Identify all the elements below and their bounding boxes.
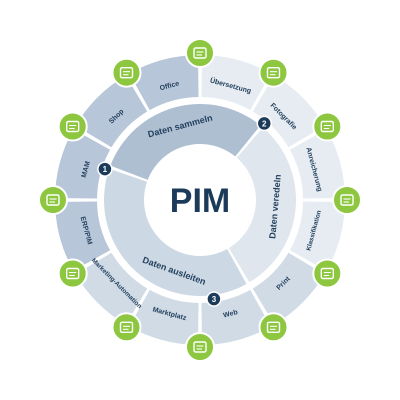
- cart-icon: [57, 111, 88, 142]
- segment-office: [129, 55, 199, 111]
- segment-klassifikation: [289, 201, 345, 271]
- camera-icon: [258, 57, 289, 88]
- segment-label: Office: [159, 80, 180, 92]
- segment-marketing-automation: [75, 252, 148, 325]
- mam-icon: [38, 185, 68, 215]
- monitor-icon: [258, 312, 289, 343]
- translation-icon: [185, 38, 215, 68]
- process-step-number: 3: [212, 295, 217, 304]
- segment-print: [252, 252, 325, 325]
- marketing-icon: [111, 312, 142, 343]
- office-icon: [111, 57, 142, 88]
- segment-label: MAM: [81, 160, 92, 178]
- process-step-number: 2: [262, 119, 267, 128]
- printer-icon: [312, 258, 343, 289]
- process-step-badge: 2: [256, 115, 273, 132]
- segment-mam: [55, 129, 111, 199]
- process-step-number: 1: [103, 165, 108, 174]
- segment-label: Web: [223, 309, 239, 320]
- segment-anreicherung: [289, 129, 345, 199]
- process-step-badge: 1: [97, 161, 113, 177]
- segment-erp-pim: [55, 201, 111, 271]
- segment--bersetzung: [201, 55, 271, 111]
- process-ring: [103, 104, 296, 297]
- classification-icon: [332, 185, 362, 215]
- process-arc-1: [110, 104, 261, 180]
- process-arc-3: [103, 168, 247, 297]
- process-step-badge: 3: [206, 291, 222, 307]
- erp-icon: [57, 258, 88, 289]
- outer-ring: [55, 55, 345, 345]
- segment-fotografie: [252, 75, 325, 148]
- center-label: PIM: [170, 182, 230, 220]
- segment-marktplatz: [129, 289, 199, 345]
- process-arc-2: [228, 127, 296, 283]
- enrichment-icon: [312, 111, 343, 142]
- center-circle: [148, 148, 252, 252]
- segment-icons: [38, 38, 362, 362]
- marketplace-icon: [185, 332, 215, 362]
- segment-shop: [75, 75, 148, 148]
